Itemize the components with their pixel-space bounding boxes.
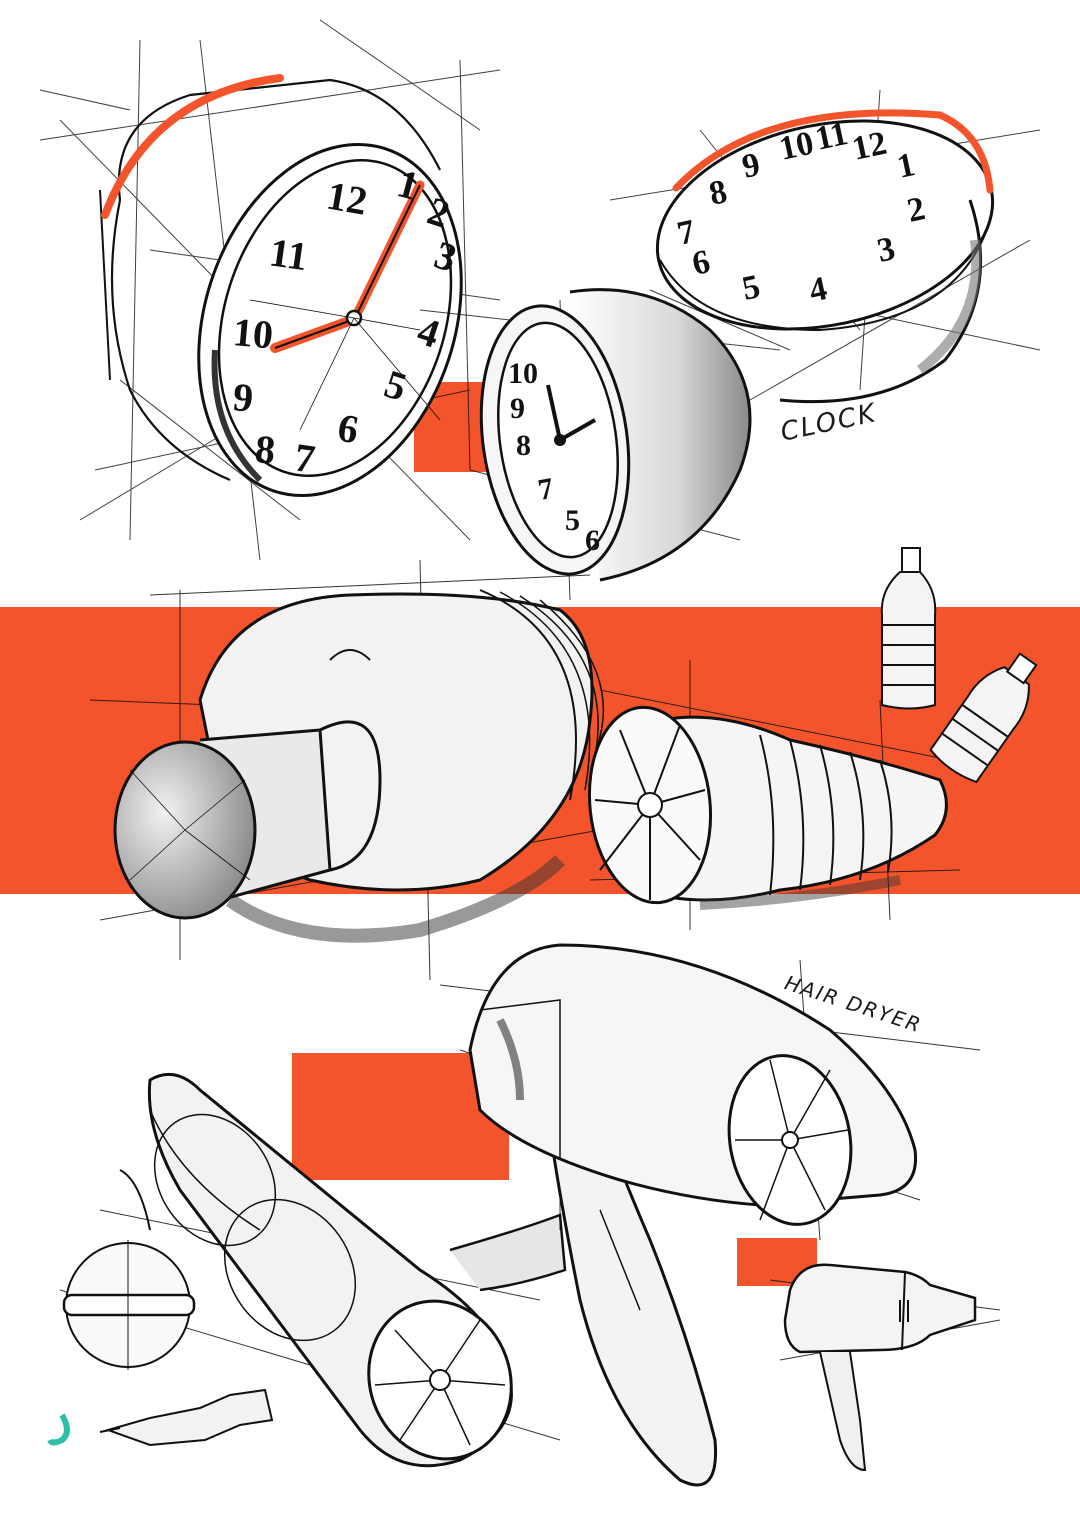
dryer-attachment-sketch: [99, 1388, 274, 1447]
ribbed-bottle-sketch: [587, 660, 961, 930]
large-bottle-sketch: [89, 559, 605, 981]
large-clock-numeral: 12: [323, 173, 370, 224]
side-clock-numeral: 6: [585, 524, 600, 557]
large-clock-numeral: 8: [253, 426, 277, 473]
dryer-nozzle-detail: [62, 1240, 196, 1370]
side-clock-numeral: 5: [565, 504, 580, 537]
small-bottle-tilted: [929, 652, 1038, 784]
back-clock-numeral: 12: [849, 125, 890, 168]
large-clock-numeral: 10: [231, 309, 275, 357]
side-clock-numerals: 10 9 8 7 6 5: [508, 357, 600, 557]
large-clock-numeral: 9: [231, 374, 255, 421]
back-clock-sketch: [609, 89, 1041, 404]
hair-dryer-center-sketch: [439, 943, 981, 1487]
large-clock-sketch: [39, 19, 501, 561]
large-clock-numerals: 12 1 2 3 4 5 6 7 8 9 10 11: [231, 160, 462, 481]
side-clock-numeral: 9: [510, 392, 525, 425]
side-clock-numeral: 10: [508, 357, 538, 390]
back-clock-numeral: 11: [812, 115, 851, 158]
small-bottle-upright: [880, 547, 937, 710]
hair-dryer-small-sketch: [769, 1263, 1001, 1472]
hair-dryer-left-sketch: [59, 1072, 567, 1468]
teal-mark: [47, 1413, 70, 1446]
side-clock-sketch: [419, 288, 781, 601]
side-clock-numeral: 8: [516, 429, 531, 462]
side-clock-numeral: 7: [535, 472, 556, 507]
large-clock-numeral: 11: [267, 229, 311, 279]
back-clock-numeral: 10: [776, 125, 817, 168]
